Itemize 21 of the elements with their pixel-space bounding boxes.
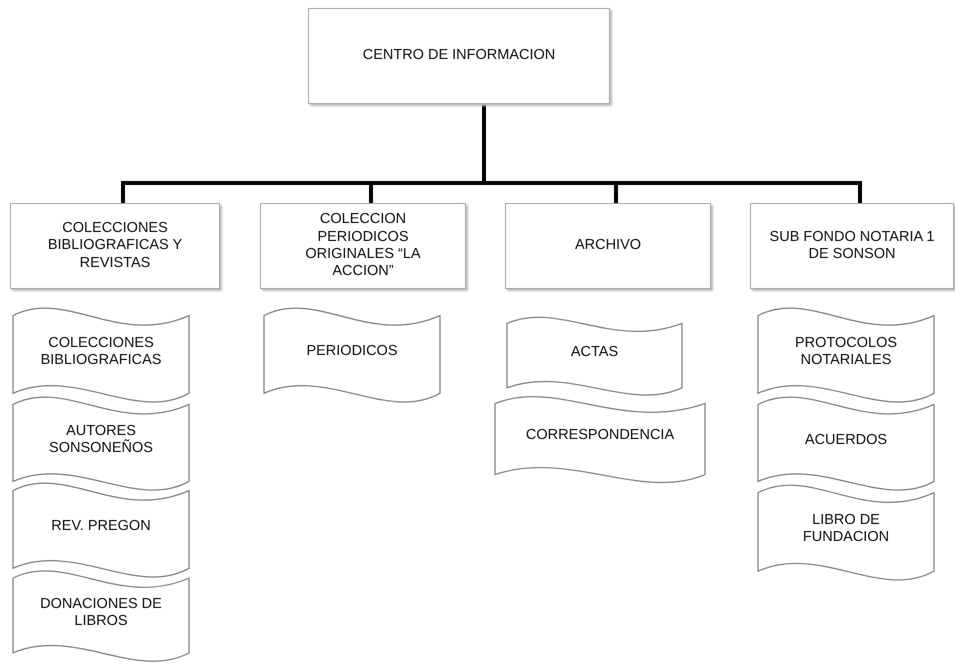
node-label: LIBRO DE FUNDACION bbox=[802, 512, 890, 547]
org-box bbox=[750, 203, 954, 289]
node-label: COLECCIONES BIBLIOGRAFICAS Y REVISTAS bbox=[46, 220, 184, 272]
connector-line bbox=[482, 104, 862, 203]
node-label: COLECCION PERIODICOS ORIGINALES “LA ACCION” bbox=[304, 211, 422, 281]
node-label: CORRESPONDENCIA bbox=[524, 427, 676, 444]
node-label: SUB FONDO NOTARIA 1 DE SONSON bbox=[768, 228, 936, 264]
node-label: PROTOCOLOS NOTARIALES bbox=[794, 334, 898, 370]
node-label: COLECCIONES BIBLIOGRAFICAS bbox=[40, 334, 162, 370]
node-label: CENTRO DE INFORMACION bbox=[362, 47, 556, 65]
node-label: ACTAS bbox=[570, 344, 620, 362]
org-box bbox=[505, 203, 711, 289]
node-label: ACUERDOS bbox=[804, 432, 888, 450]
org-box bbox=[308, 8, 610, 104]
org-box bbox=[10, 203, 220, 289]
org-box bbox=[260, 203, 466, 289]
node-label: DONACIONES DE LIBROS bbox=[39, 596, 163, 630]
node-label: ARCHIVO bbox=[574, 237, 642, 255]
node-label: PERIODICOS bbox=[305, 343, 399, 361]
node-label: REV. PREGON bbox=[50, 518, 152, 536]
node-label: AUTORES SONSONEÑOS bbox=[48, 423, 154, 458]
